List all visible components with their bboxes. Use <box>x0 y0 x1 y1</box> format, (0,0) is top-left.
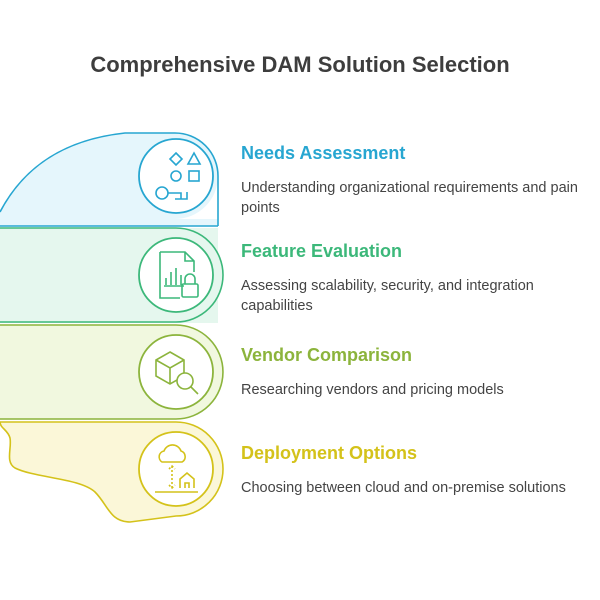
step-description: Choosing between cloud and on-premise so… <box>241 480 566 496</box>
step-feature-evaluation: Feature Evaluation Assessing scalability… <box>241 241 596 316</box>
step-heading: Vendor Comparison <box>241 345 413 365</box>
page-title: Comprehensive DAM Solution Selection <box>90 52 510 77</box>
step-description: Researching vendors and pricing models <box>241 382 504 398</box>
band-feature-evaluation <box>0 227 224 323</box>
step-heading: Needs Assessment <box>241 143 406 163</box>
band-vendor-comparison <box>0 324 224 420</box>
step-heading: Feature Evaluation <box>241 241 403 261</box>
cloud-house-icon <box>155 444 198 493</box>
document-chart-lock-icon <box>159 251 199 299</box>
step-vendor-comparison: Vendor Comparison Researching vendors an… <box>241 345 596 400</box>
step-description: Understanding organizational requirement… <box>241 180 578 216</box>
band-deployment-options <box>0 421 224 523</box>
box-magnifier-icon <box>155 351 199 395</box>
step-description: Assessing scalability, security, and int… <box>241 278 534 314</box>
step-needs-assessment: Needs Assessment Understanding organizat… <box>241 143 596 218</box>
shapes-icon <box>155 151 202 200</box>
step-deployment-options: Deployment Options Choosing between clou… <box>241 443 596 498</box>
step-heading: Deployment Options <box>241 443 418 463</box>
band-needs-assessment <box>0 132 219 227</box>
